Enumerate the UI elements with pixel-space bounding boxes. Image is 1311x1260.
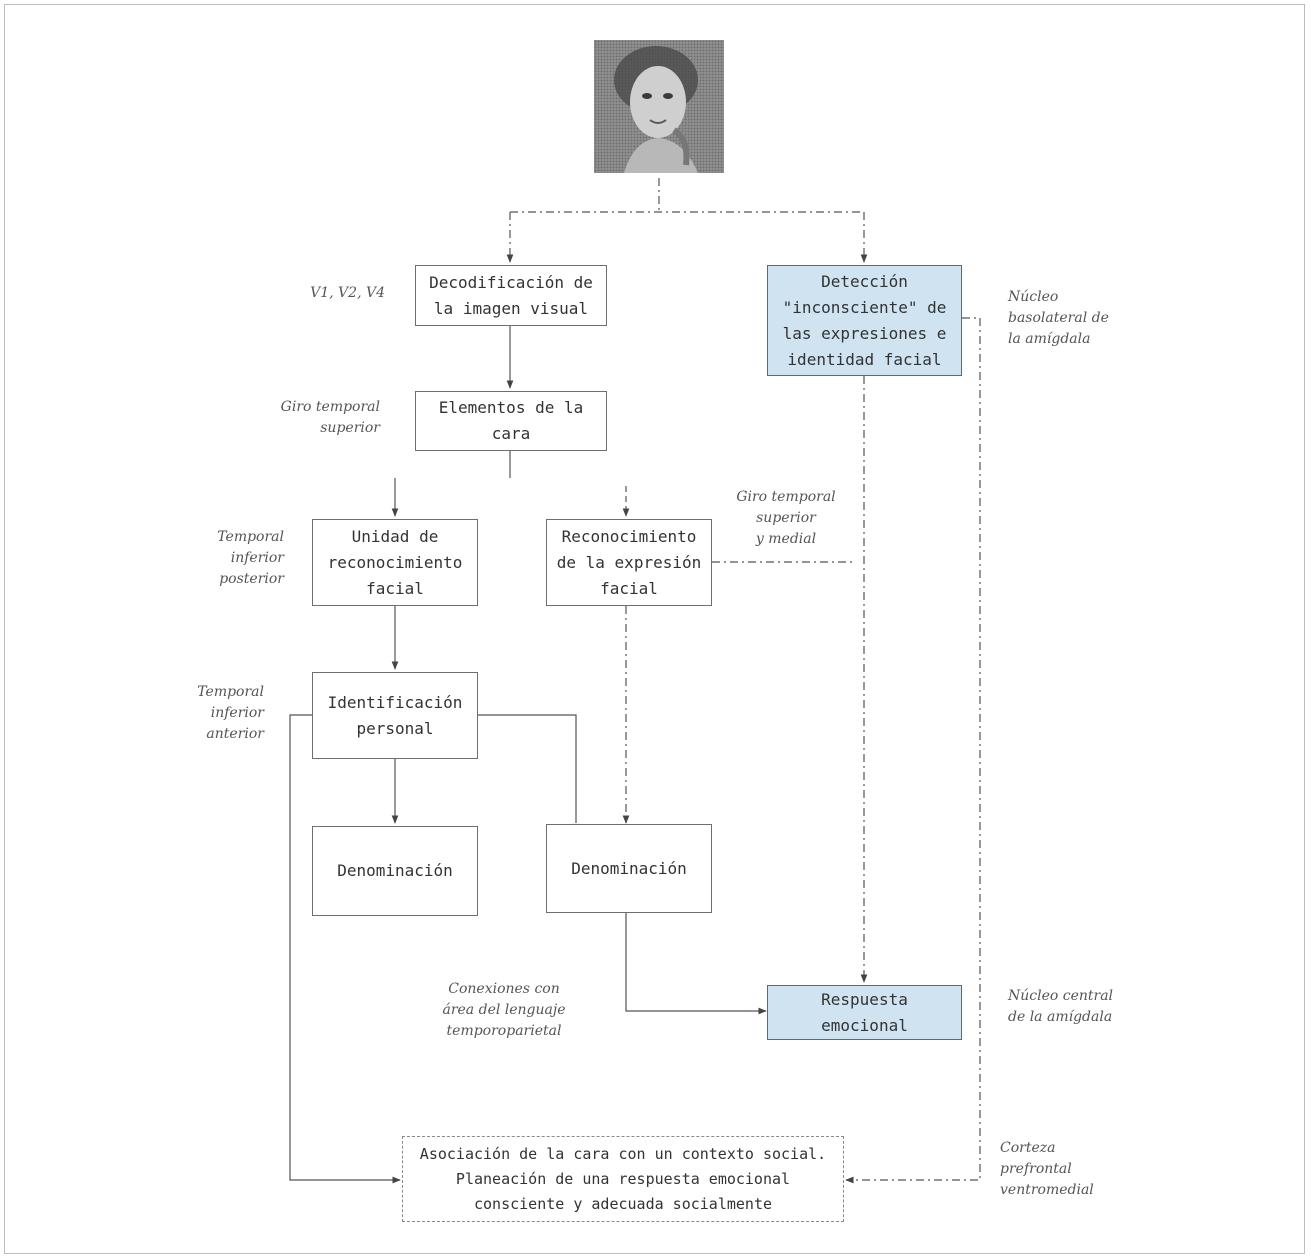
respuesta-emocional-box: Respuesta emocional (767, 985, 962, 1040)
label-giro-superior: Giro temporal superior (280, 399, 380, 436)
denominacion-right-box: Denominación (546, 824, 712, 913)
deteccion-box: Detección "inconsciente" de las expresio… (767, 265, 962, 376)
deteccion-text: Detección "inconsciente" de las expresio… (782, 271, 947, 369)
denominacion-right-text: Denominación (571, 858, 687, 878)
identificacion-text: Identificación personal (327, 692, 463, 738)
label-conexiones: Conexiones con área del lenguaje temporo… (442, 981, 566, 1039)
asociacion-text: Asociación de la cara con un contexto so… (419, 1144, 827, 1213)
elementos-box: Elementos de la cara (415, 391, 607, 451)
label-temporal-inferior-anterior: Temporal inferior anterior (197, 684, 264, 742)
face-photo (594, 40, 724, 173)
reconocimiento-expresion-box: Reconocimiento de la expresión facial (546, 519, 712, 606)
face-photo-icon (594, 40, 724, 173)
label-temporal-inferior-posterior: Temporal inferior posterior (217, 529, 284, 587)
label-nucleo-central: Núcleo central de la amígdala (1008, 988, 1114, 1025)
denominacion-left-box: Denominación (312, 826, 478, 916)
label-giro-superior-medial: Giro temporal superior y medial (736, 489, 836, 547)
asociacion-box: Asociación de la cara con un contexto so… (402, 1136, 844, 1222)
decodificacion-box: Decodificación de la imagen visual (415, 265, 607, 326)
diagram-frame (4, 4, 1305, 1254)
elementos-text: Elementos de la cara (438, 398, 584, 443)
unidad-text: Unidad de reconocimiento facial (327, 526, 463, 598)
label-v-areas: V1, V2, V4 (310, 285, 385, 301)
identificacion-box: Identificación personal (312, 672, 478, 759)
respuesta-emocional-text: Respuesta emocional (821, 989, 908, 1035)
unidad-box: Unidad de reconocimiento facial (312, 519, 478, 606)
decodificacion-text: Decodificación de la imagen visual (429, 272, 593, 318)
reconocimiento-expresion-text: Reconocimiento de la expresión facial (556, 526, 702, 598)
denominacion-left-text: Denominación (337, 861, 453, 880)
label-corteza-prefrontal: Corteza prefrontal ventromedial (1000, 1140, 1094, 1198)
label-nucleo-basolateral: Núcleo basolateral de la amígdala (1008, 289, 1109, 347)
